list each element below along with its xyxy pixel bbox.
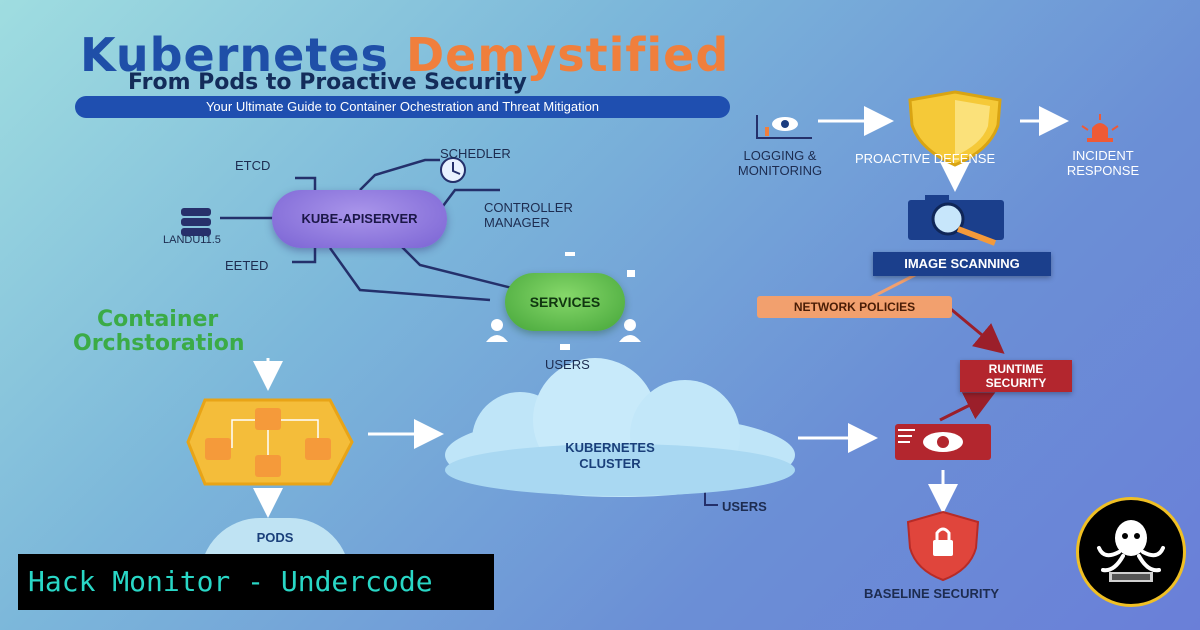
image-scanning-label: IMAGE SCANNING [873, 252, 1051, 276]
controller-manager-label: CONTROLLER MANAGER [484, 200, 573, 230]
runtime-security-label: RUNTIME SECURITY [960, 360, 1072, 392]
incident-line2: RESPONSE [1066, 163, 1140, 178]
shield-icon [908, 90, 1002, 167]
logging-line2: MONITORING [737, 163, 823, 178]
cluster-label: KUBERNETES CLUSTER [540, 440, 680, 472]
alarm-icon [1081, 114, 1119, 142]
incident-response-label: INCIDENT RESPONSE [1048, 148, 1158, 178]
cluster-cloud [445, 358, 795, 497]
cluster-line1: KUBERNETES [565, 440, 655, 455]
eeted-label: EETED [225, 258, 269, 273]
title-part2: Demystified [405, 28, 730, 82]
page-subtitle: From Pods to Proactive Security [128, 70, 527, 95]
brand-footer: Hack Monitor - Undercode [18, 554, 494, 610]
flow-arrows [253, 106, 1069, 518]
runtime-line1: RUNTIME [988, 362, 1044, 376]
kube-apiserver-node: KUBE-APISERVER [272, 190, 447, 248]
services-node: SERVICES [505, 273, 625, 331]
db-label: LANDU11.5 [163, 234, 221, 246]
controller-line2: MANAGER [484, 215, 550, 230]
cluster-users-label: USERS [722, 499, 767, 514]
orch-line2: Orchstoration [73, 331, 245, 356]
octopus-logo [1076, 497, 1186, 607]
clock-icon [440, 157, 466, 183]
user-icon [486, 252, 641, 350]
title-part1: Kubernetes [80, 28, 389, 82]
logging-line1: LOGGING & [743, 148, 817, 163]
orchestration-hexagon [186, 398, 354, 486]
control-plane-lines [220, 158, 521, 302]
runtime-line2: SECURITY [985, 376, 1047, 390]
tagline-banner: Your Ultimate Guide to Container Ochestr… [75, 96, 730, 118]
container-orchestration-heading: Container Orchstoration [73, 308, 245, 356]
orch-line1: Container [97, 307, 219, 332]
baseline-security-label: BASELINE SECURITY [864, 586, 1000, 601]
magnifier-icon [908, 195, 1004, 246]
scheduler-label: SCHEDLER [440, 146, 511, 161]
network-to-scan-arrow [869, 273, 916, 300]
cluster-users-line [704, 490, 718, 506]
incident-line1: INCIDENT [1072, 148, 1134, 163]
octopus-logo-graphic [1097, 520, 1165, 582]
chart-eye-icon [756, 115, 812, 139]
controller-line1: CONTROLLER [484, 200, 573, 215]
proactive-defense-label: PROACTIVE DEFENSE [855, 151, 996, 166]
lock-shield-icon [906, 510, 980, 582]
services-users-label: USERS [545, 357, 590, 372]
page-title: Kubernetes Demystified [80, 28, 729, 82]
eye-icon [895, 424, 991, 460]
network-policies-label: NETWORK POLICIES [757, 296, 952, 318]
cluster-line2: CLUSTER [579, 456, 641, 471]
logging-monitoring-label: LOGGING & MONITORING [720, 148, 840, 178]
etcd-label: ETCD [235, 158, 271, 173]
server-icon [181, 208, 211, 236]
